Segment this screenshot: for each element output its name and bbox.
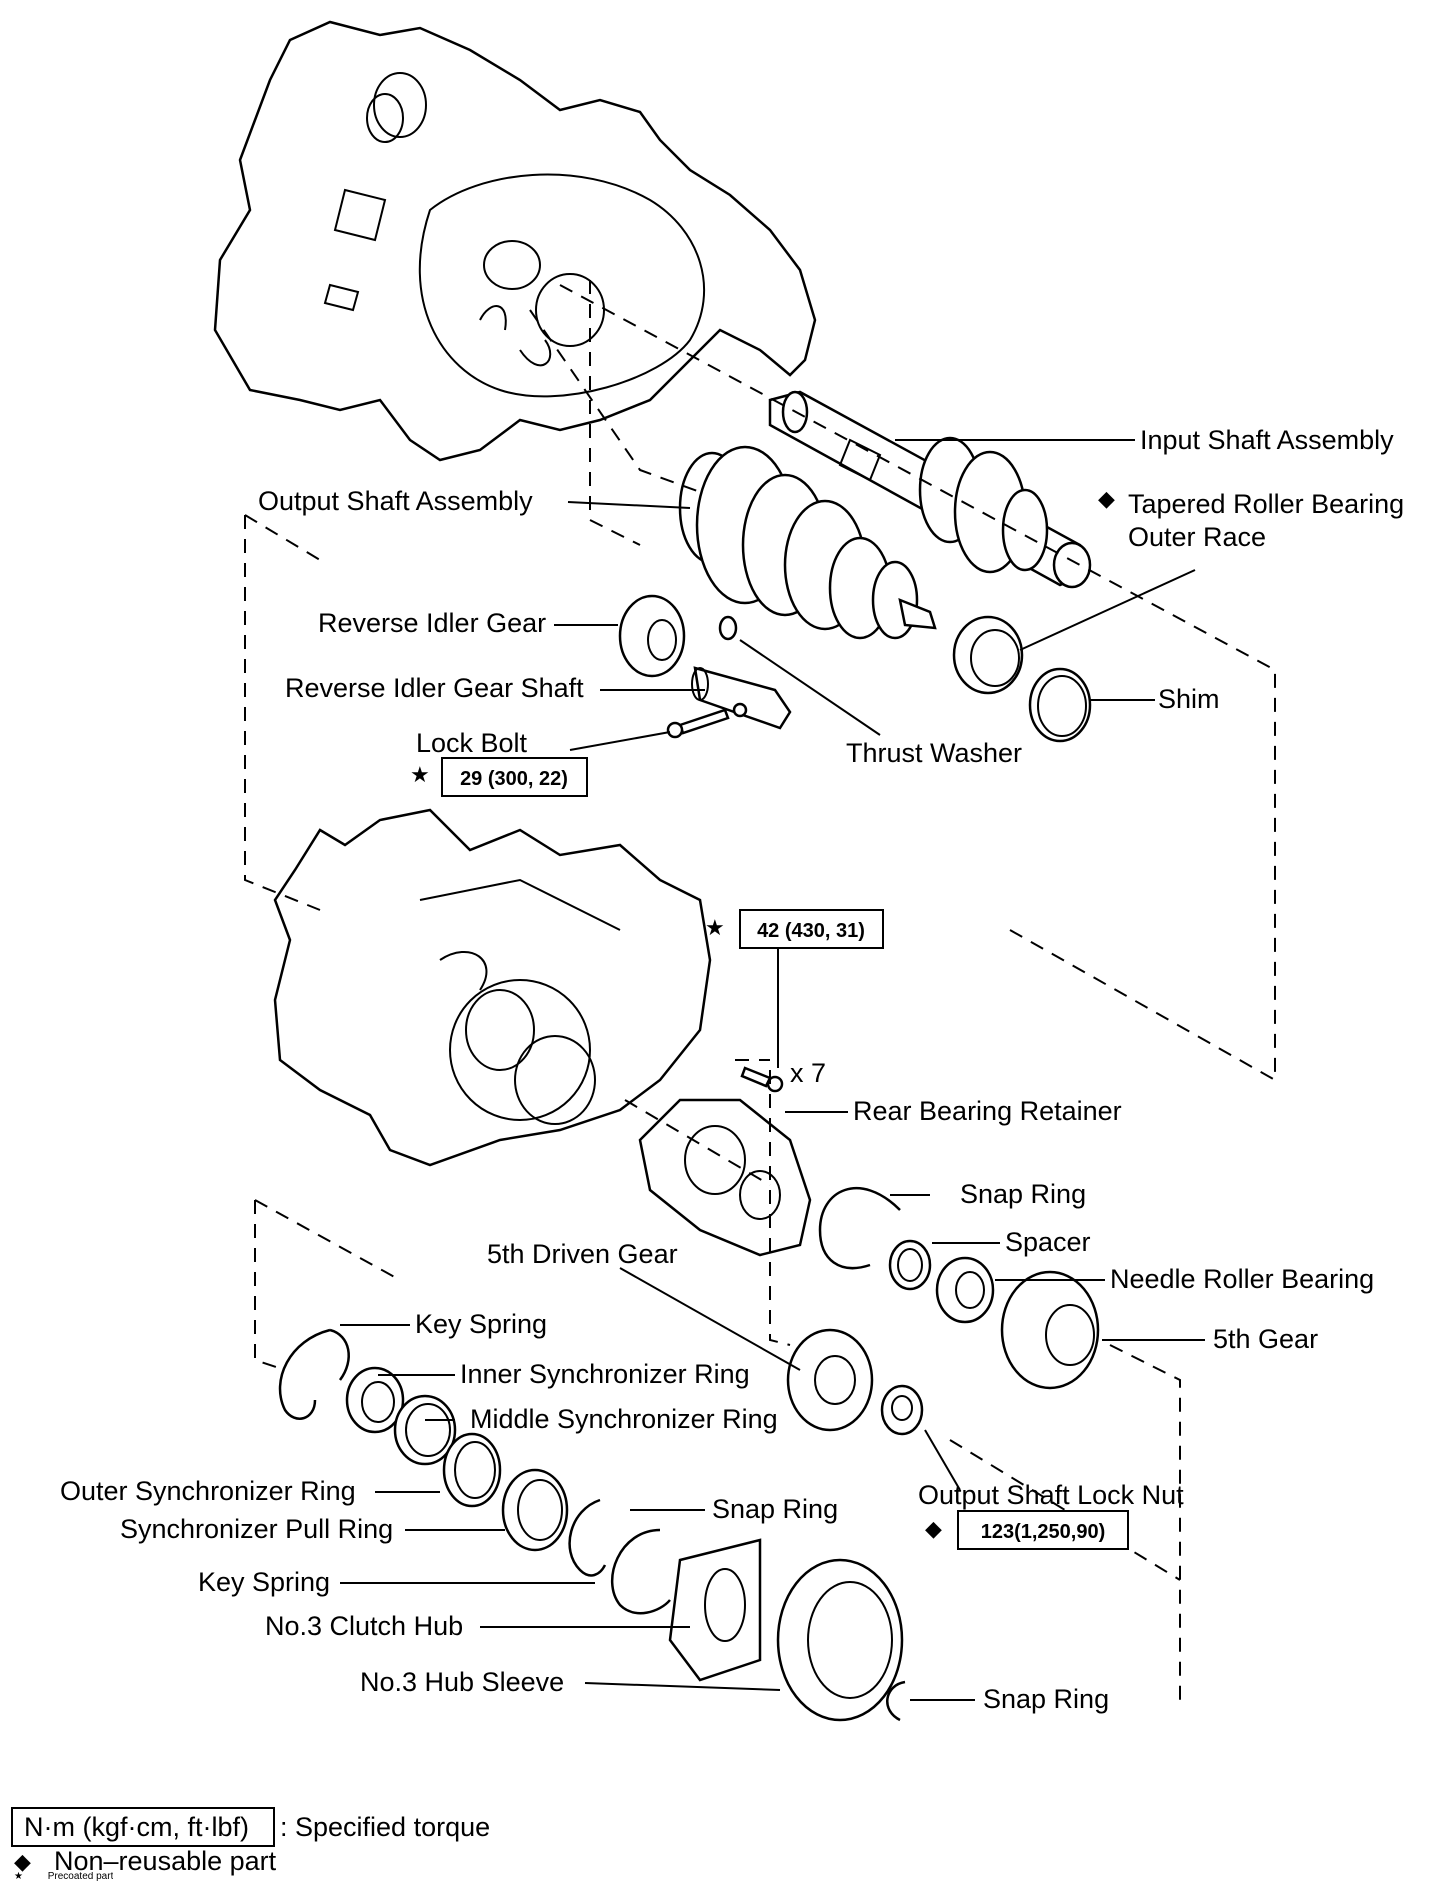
label-shim: Shim: [1158, 684, 1220, 714]
legend-torque-desc: : Specified torque: [280, 1812, 490, 1842]
transaxle-case-illustration: [213, 20, 817, 462]
lock-bolt-illustration: [666, 702, 748, 739]
case-bolt-illustration: [740, 1066, 784, 1093]
label-input-shaft-assembly: Input Shaft Assembly: [1140, 425, 1394, 455]
fifth-driven-gear-illustration: [786, 1328, 924, 1436]
fifth-gear-group-illustration: [818, 1187, 1100, 1390]
label-snap-ring-3: Snap Ring: [983, 1684, 1109, 1714]
transmission-case-illustration: [273, 808, 712, 1167]
label-lock-bolt: Lock Bolt: [416, 728, 528, 758]
torque-spec-case-bolts: 42 (430, 31): [739, 909, 884, 949]
reverse-idler-gear-illustration: [618, 594, 792, 730]
label-key-spring-1: Key Spring: [415, 1309, 547, 1339]
torque-spec-lock-nut: 123(1,250,90): [957, 1510, 1129, 1550]
legend-torque-units: N·m (kgf·cm, ft·lbf): [24, 1812, 249, 1842]
legend-non-reusable: Non–reusable part: [54, 1846, 277, 1876]
label-bolt-count: x 7: [790, 1058, 826, 1088]
label-thrust-washer: Thrust Washer: [846, 738, 1022, 768]
legend-precoated-row: ★ Precoated part: [14, 1872, 113, 1882]
label-tapered-roller-bearing: Tapered Roller Bearing: [1128, 489, 1404, 519]
label-reverse-idler-gear: Reverse Idler Gear: [318, 608, 546, 638]
label-outer-race: Outer Race: [1128, 522, 1266, 552]
label-middle-synchronizer-ring: Middle Synchronizer Ring: [470, 1404, 778, 1434]
label-fifth-gear: 5th Gear: [1213, 1324, 1318, 1354]
label-output-shaft-assembly: Output Shaft Assembly: [258, 486, 533, 516]
label-needle-roller-bearing: Needle Roller Bearing: [1110, 1264, 1374, 1294]
label-output-shaft-lock-nut: Output Shaft Lock Nut: [918, 1480, 1184, 1510]
torque-lock-bolt-text: 29 (300, 22): [460, 768, 568, 790]
label-synchronizer-pull-ring: Synchronizer Pull Ring: [120, 1514, 393, 1544]
torque-lock-nut-text: 123(1,250,90): [981, 1521, 1106, 1543]
legend: N·m (kgf·cm, ft·lbf) : Specified torque …: [11, 1807, 490, 1876]
torque-spec-lock-bolt: 29 (300, 22): [441, 757, 588, 797]
legend-torque-box: [11, 1807, 275, 1847]
label-fifth-driven-gear: 5th Driven Gear: [487, 1239, 678, 1269]
non-reusable-diamond-icon: ◆: [925, 1517, 942, 1542]
label-spacer: Spacer: [1005, 1227, 1091, 1257]
non-reusable-diamond-icon: ◆: [1098, 487, 1115, 512]
rear-bearing-retainer-illustration: [638, 1098, 812, 1257]
legend-diamond-icon: ◆: [14, 1850, 31, 1875]
legend-star-icon: ★: [14, 1872, 23, 1882]
label-snap-ring-1: Snap Ring: [960, 1179, 1086, 1209]
assembly-dashed-lines: [244, 280, 1276, 1700]
label-snap-ring-2: Snap Ring: [712, 1494, 838, 1524]
input-shaft-illustration: [768, 390, 1092, 589]
synchronizer-stack-illustration: [278, 1328, 906, 1722]
precoated-star-icon: ★: [410, 763, 430, 788]
label-inner-synchronizer-ring: Inner Synchronizer Ring: [460, 1359, 750, 1389]
label-outer-synchronizer-ring: Outer Synchronizer Ring: [60, 1476, 356, 1506]
label-key-spring-2: Key Spring: [198, 1567, 330, 1597]
output-shaft-illustration: [678, 445, 937, 640]
label-rear-bearing-retainer: Rear Bearing Retainer: [853, 1096, 1122, 1126]
precoated-star-icon: ★: [705, 916, 725, 941]
leader-lines: [340, 439, 1205, 1701]
outer-race-and-shim-illustration: [952, 615, 1092, 743]
torque-case-bolts-text: 42 (430, 31): [757, 920, 865, 942]
label-no3-clutch-hub: No.3 Clutch Hub: [265, 1611, 463, 1641]
label-no3-hub-sleeve: No.3 Hub Sleeve: [360, 1667, 564, 1697]
legend-precoated: Precoated part: [47, 1872, 114, 1882]
label-reverse-idler-gear-shaft: Reverse Idler Gear Shaft: [285, 673, 584, 703]
